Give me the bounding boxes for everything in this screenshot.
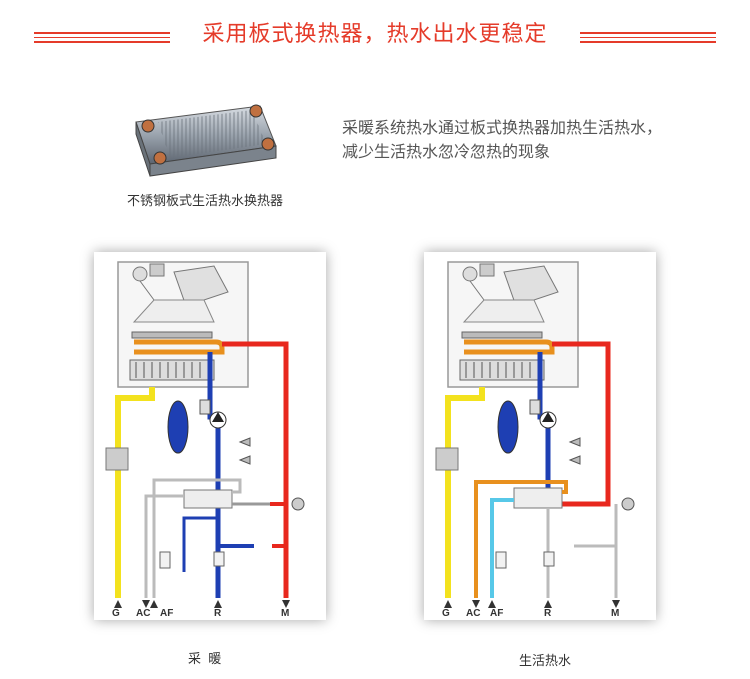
port-label-m: M [281,608,290,619]
page-title: 采用板式换热器，热水出水更稳定 [202,21,548,46]
title-decoration-right [580,32,716,43]
port-label-af: AF [490,608,504,619]
product-description: 采暖系统热水通过板式换热器加热生活热水， 减少生活热水忽冷忽热的现象 [342,117,732,165]
port-label-ac: AC [136,608,151,619]
port-label-g: G [442,608,450,619]
hot-water-schematic [435,261,635,608]
port-label-g: G [112,608,120,619]
plate-heat-exchanger-image [135,104,277,177]
hot-water-mode-caption: 生活热水 [519,653,572,668]
description-line-1: 采暖系统热水通过板式换热器加热生活热水， [342,120,663,137]
port-label-af: AF [160,608,174,619]
port-label-r: R [214,608,222,619]
description-line-2: 减少生活热水忽冷忽热的现象 [342,144,551,161]
title-decoration-left [34,32,170,43]
port-label-ac: AC [466,608,481,619]
port-label-m: M [611,608,620,619]
hot-water-mode-diagram: G AC AF R M [424,252,656,620]
port-label-r: R [544,608,552,619]
heating-mode-diagram: G AC AF R M [94,252,326,620]
heating-schematic [105,261,305,608]
heating-mode-caption: 采 暖 [188,651,222,666]
heat-exchanger-caption: 不锈钢板式生活热水换热器 [126,193,283,208]
